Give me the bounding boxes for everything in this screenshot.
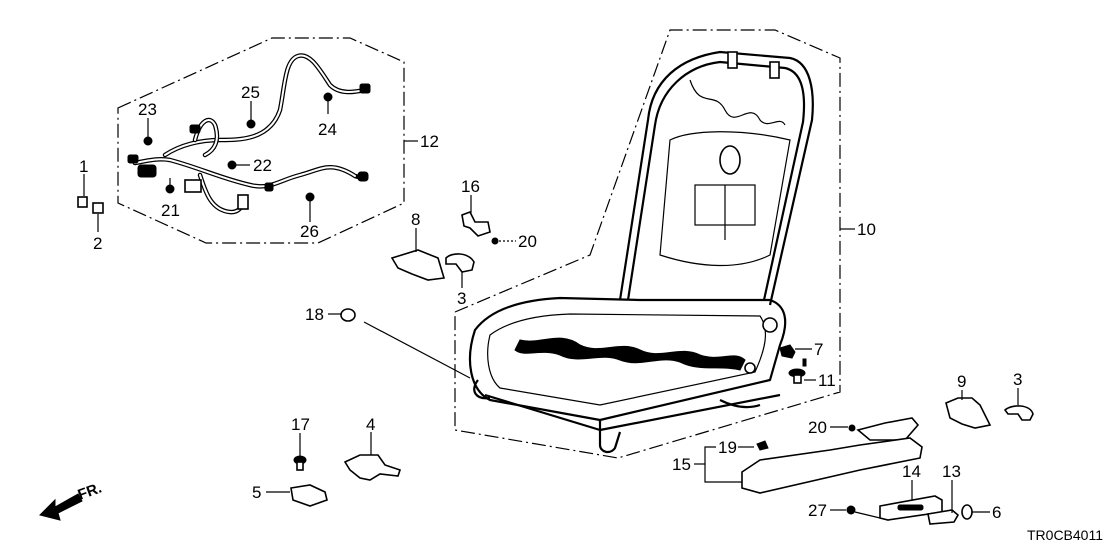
callout-25[interactable]: 25 (241, 83, 260, 102)
callout-23[interactable]: 23 (138, 100, 157, 119)
harness-group-outline (117, 37, 405, 244)
harness-connector-left (137, 164, 157, 178)
callout-3[interactable]: 3 (1013, 370, 1022, 389)
part-6[interactable] (961, 504, 973, 520)
callout-26[interactable]: 26 (300, 222, 319, 241)
part-17-shank (296, 461, 304, 471)
callout-17[interactable]: 17 (291, 415, 310, 434)
part-11-body (793, 374, 802, 384)
recliner-mechanism (762, 317, 778, 333)
part-3-right[interactable] (1003, 405, 1034, 421)
clip-24[interactable] (323, 92, 333, 102)
callout-13[interactable]: 13 (942, 462, 961, 481)
callout-4[interactable]: 4 (366, 415, 375, 434)
part-15-side-cover[interactable] (741, 437, 923, 494)
headrest-guide-left (727, 51, 738, 69)
callout-20[interactable]: 20 (518, 232, 537, 251)
part-16[interactable] (461, 210, 491, 237)
callout-24[interactable]: 24 (318, 120, 337, 139)
part-3-left[interactable] (445, 253, 475, 273)
clip-23[interactable] (143, 136, 153, 146)
wire-harness-group (117, 37, 418, 244)
front-label: FR. (76, 480, 105, 504)
lower-left-parts (266, 432, 402, 507)
callout-5[interactable]: 5 (252, 483, 261, 502)
lumbar-support (719, 145, 741, 175)
fastener-7-11 (779, 344, 816, 384)
harness-connector-small (264, 182, 274, 192)
harness-connector-bracket (237, 194, 249, 210)
headrest-guide-right (769, 61, 780, 79)
seat-frame-group (454, 29, 855, 459)
harness-connector-block (184, 179, 202, 193)
part-20-upper[interactable] (491, 237, 499, 245)
part-11-pin (802, 358, 807, 367)
harness-connector-mid (189, 124, 201, 134)
callout-labels: 1 2 3 3 4 5 6 7 8 9 10 11 12 13 14 15 16… (79, 83, 1022, 522)
part-2[interactable] (92, 202, 104, 214)
diagram-code: TR0CB4011 (1027, 527, 1103, 543)
callout-12[interactable]: 12 (420, 132, 439, 151)
callout-11[interactable]: 11 (818, 371, 836, 390)
seat-frame[interactable] (468, 50, 814, 454)
seat-adjust-bracket (856, 417, 920, 441)
part-1[interactable] (77, 196, 88, 208)
part-20-lower[interactable] (848, 424, 856, 432)
callout-16[interactable]: 16 (461, 177, 480, 196)
callout-27[interactable]: 27 (808, 501, 827, 520)
front-direction-indicator: FR. (39, 480, 105, 521)
callout-10[interactable]: 10 (857, 220, 876, 239)
part-9[interactable] (945, 397, 992, 429)
height-adjust-pivot (744, 362, 756, 374)
seat-springs (514, 337, 746, 371)
part-27[interactable] (846, 505, 856, 515)
callout-1[interactable]: 1 (79, 157, 88, 176)
clip-26[interactable] (305, 192, 315, 202)
callout-19[interactable]: 19 (718, 438, 737, 457)
callout-2[interactable]: 2 (93, 234, 102, 253)
harness-connector-end (127, 154, 139, 164)
connector-caps (77, 174, 104, 232)
callout-20[interactable]: 20 (808, 418, 827, 437)
part-5[interactable] (290, 484, 328, 507)
callout-7[interactable]: 7 (814, 340, 823, 359)
part-18[interactable] (340, 308, 356, 322)
callout-9[interactable]: 9 (957, 372, 966, 391)
part-7[interactable] (779, 344, 796, 359)
callout-3[interactable]: 3 (457, 289, 466, 308)
callout-6[interactable]: 6 (992, 503, 1001, 522)
harness-connector-right (357, 171, 369, 182)
callout-14[interactable]: 14 (902, 462, 921, 481)
wire-harness[interactable] (127, 53, 371, 215)
callout-22[interactable]: 22 (253, 156, 272, 175)
part-8[interactable] (390, 249, 446, 281)
switch-knob (897, 504, 924, 511)
callout-15[interactable]: 15 (672, 455, 691, 474)
part-13-knob[interactable] (927, 509, 960, 525)
harness-connector-top (359, 83, 371, 94)
callout-21[interactable]: 21 (161, 201, 180, 220)
lower-right-parts (694, 388, 1034, 525)
callout-8[interactable]: 8 (411, 210, 420, 229)
clip-22[interactable] (227, 160, 237, 170)
clip-25[interactable] (246, 119, 256, 129)
part-19[interactable] (756, 440, 769, 451)
seat-frame-outline (454, 29, 841, 459)
part-4[interactable] (343, 454, 402, 481)
front-arrow-icon (39, 493, 83, 521)
callout-18[interactable]: 18 (305, 305, 324, 324)
center-parts (328, 195, 516, 379)
